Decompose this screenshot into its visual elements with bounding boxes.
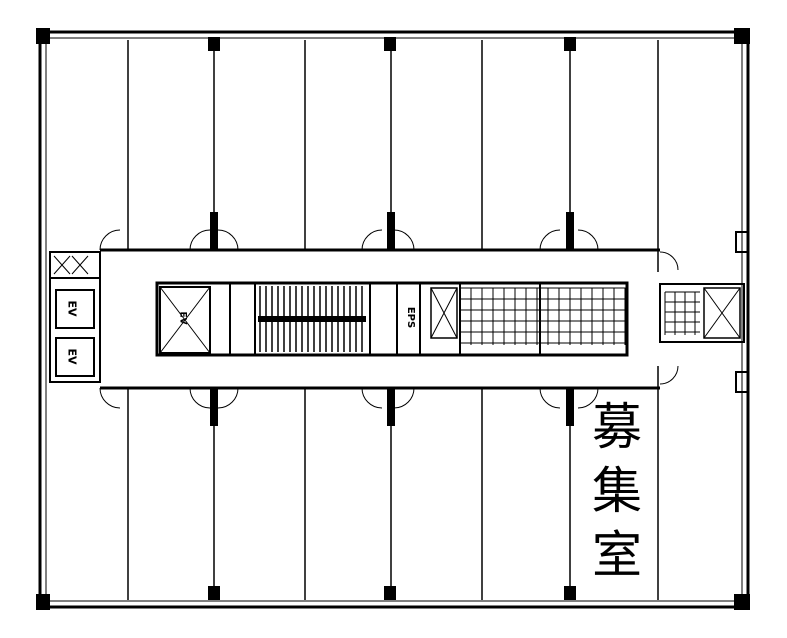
restroom-grid xyxy=(459,287,700,345)
elevator-label-1: EV xyxy=(65,300,79,317)
eps-label: EPS xyxy=(405,306,417,329)
columns xyxy=(36,28,750,610)
elevator-label-3: EV xyxy=(177,311,188,325)
bottom-office-partitions xyxy=(100,366,660,600)
vacancy-char-3: 室 xyxy=(592,526,642,584)
mullions xyxy=(210,212,574,426)
vacancy-char-1: 募 xyxy=(592,398,642,456)
left-elevator-bank xyxy=(49,251,101,383)
stair-landing xyxy=(258,316,366,322)
door-swings xyxy=(99,229,679,409)
vacancy-char-2: 集 xyxy=(592,462,642,520)
right-elevator-bank xyxy=(659,231,749,393)
top-office-partitions xyxy=(100,40,660,272)
core xyxy=(155,281,629,357)
elevator-label-2: EV xyxy=(65,348,79,365)
vacancy-label: 募 集 室 xyxy=(588,395,646,587)
